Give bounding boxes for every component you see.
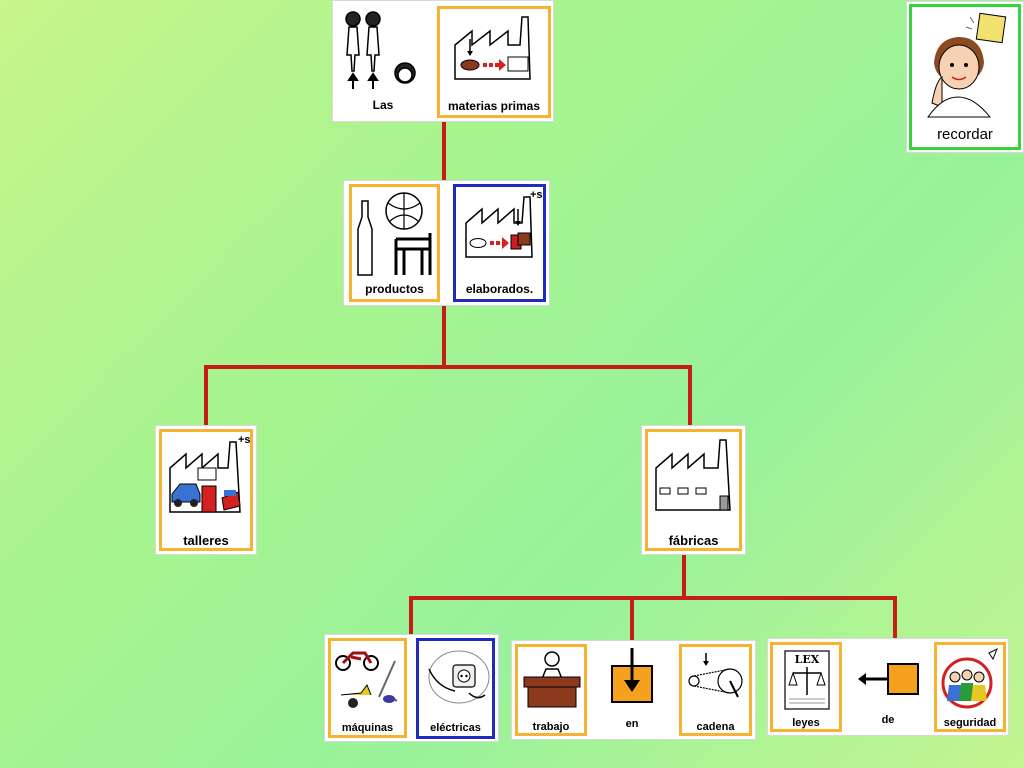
card-materias-primas: materias primas xyxy=(437,6,551,118)
factory-raw-materials-icon xyxy=(440,9,548,95)
card-fabricas: fábricas xyxy=(645,429,742,551)
node-fabricas: fábricas xyxy=(641,425,746,555)
node-root: Las materias primas xyxy=(332,0,554,122)
card-maquinas: máquinas xyxy=(328,638,407,738)
safety-people-icon xyxy=(937,645,1003,713)
node-trabajo: trabajo en xyxy=(511,640,756,740)
card-productos: productos xyxy=(349,184,440,302)
word-label: cadena xyxy=(696,721,735,733)
electric-socket-icon xyxy=(419,641,492,719)
word-label: elaborados. xyxy=(465,282,534,296)
plural-marker: +s xyxy=(530,189,543,201)
word-label: trabajo xyxy=(532,721,570,733)
recordar-badge: recordar xyxy=(906,1,1024,153)
card-las: Las xyxy=(335,3,431,117)
card-cadena: cadena xyxy=(679,644,752,736)
card-recordar: recordar xyxy=(909,4,1021,150)
factory-icon xyxy=(648,432,739,520)
word-label: seguridad xyxy=(943,717,997,729)
node-maquinas: máquinas eléctricas xyxy=(324,634,499,742)
word-label: leyes xyxy=(792,717,820,729)
women-girl-icon xyxy=(335,3,431,93)
thinking-girl-icon xyxy=(912,7,1018,123)
node-products: productos +s elaborados. xyxy=(343,180,550,306)
card-seguridad: seguridad xyxy=(934,642,1006,732)
law-scale-icon: LEX xyxy=(773,645,839,713)
card-de: de xyxy=(852,642,924,732)
card-trabajo: trabajo xyxy=(515,644,587,736)
node-label: talleres xyxy=(183,533,229,548)
node-talleres: +s talleres xyxy=(155,425,257,555)
word-label: de xyxy=(881,714,895,726)
word-label: eléctricas xyxy=(430,722,481,734)
plural-marker: +s xyxy=(238,434,251,446)
card-en: en xyxy=(596,644,668,736)
workshop-icon xyxy=(162,432,250,520)
lex-text: LEX xyxy=(795,653,820,666)
card-electricas: eléctricas xyxy=(416,638,495,739)
word-label: materias primas xyxy=(447,99,541,113)
word-label: en xyxy=(625,718,639,730)
node-label: fábricas xyxy=(668,533,719,548)
chain-icon xyxy=(682,647,749,717)
card-elaborados: +s elaborados. xyxy=(453,184,546,302)
card-talleres: +s talleres xyxy=(159,429,253,551)
in-arrow-icon xyxy=(596,644,668,714)
word-label: productos xyxy=(365,282,424,296)
of-arrow-icon xyxy=(852,642,924,710)
word-label: máquinas xyxy=(341,722,394,734)
recordar-label: recordar xyxy=(937,126,993,143)
bottle-ball-chair-icon xyxy=(352,187,437,279)
factory-processed-icon xyxy=(456,187,543,273)
machines-icon xyxy=(331,641,404,719)
node-leyes: LEX leyes de xyxy=(767,638,1009,736)
word-label: Las xyxy=(372,98,394,112)
card-leyes: LEX leyes xyxy=(770,642,842,732)
worker-desk-icon xyxy=(518,647,584,717)
